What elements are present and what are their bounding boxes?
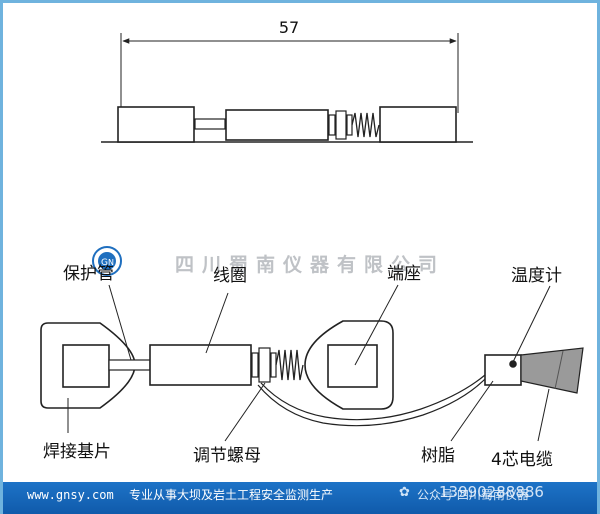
top-spring [351, 112, 380, 138]
top-nut-c [346, 114, 353, 136]
lead-wire-outer [257, 378, 486, 427]
svg-text:G: G [101, 258, 108, 268]
footer-website[interactable]: www.gnsy.com [27, 488, 114, 502]
wechat-icon: ✿ [399, 485, 410, 500]
svg-text:N: N [108, 258, 114, 267]
leader-protect-tube [108, 284, 132, 361]
protect-tube [108, 359, 151, 371]
footer-phone: 13990288886 [439, 483, 544, 501]
left-end-block [62, 344, 110, 388]
label-coil: 线圈 [213, 266, 247, 286]
footer-slogan: 专业从事大坝及岩土工程安全监测生产 [129, 488, 334, 502]
top-left-block [117, 106, 195, 143]
dimension-value: 57 [279, 18, 299, 37]
leader-lines [67, 284, 551, 442]
label-cable: 4芯电缆 [491, 450, 553, 470]
label-resin: 树脂 [421, 446, 455, 466]
adjust-nut-c [270, 352, 277, 378]
top-nut-a [328, 114, 336, 136]
label-thermometer: 温度计 [511, 266, 562, 286]
coil [149, 344, 252, 386]
watermark-logo: G N [92, 246, 122, 276]
label-weld-base: 焊接基片 [43, 442, 111, 462]
cable-break-line [554, 350, 564, 390]
label-protect-tube: 保护管 [63, 264, 114, 284]
footer-bar: www.gnsy.com 专业从事大坝及岩土工程安全监测生产 ✿ 公众号·四川蜀… [3, 482, 597, 514]
leader-adjust-nut [224, 382, 266, 442]
sensor-diagram: 57 G N 四川蜀南仪器有限公司 [40, 18, 584, 470]
leader-coil [205, 292, 229, 354]
lead-wire-inner [260, 374, 486, 421]
four-core-cable [520, 347, 584, 394]
spring [275, 349, 304, 381]
top-right-block [379, 106, 457, 143]
label-adjust-nut: 调节螺母 [193, 446, 261, 466]
resin-block [484, 354, 522, 386]
top-view [101, 33, 473, 143]
watermark-text: 四川蜀南仪器有限公司 [175, 253, 445, 276]
top-coil [225, 109, 329, 141]
leader-cable [537, 388, 550, 442]
label-end-block: 端座 [387, 264, 421, 284]
top-nut-b [335, 110, 347, 140]
top-shaft [194, 118, 226, 130]
adjust-nut-b [258, 347, 271, 383]
leader-resin [450, 380, 494, 442]
adjust-nut-a [251, 352, 259, 378]
bottom-view [40, 320, 584, 427]
leader-end-block [354, 284, 399, 366]
leader-thermometer [512, 285, 551, 363]
right-end-block [327, 344, 378, 388]
footer-account: 公众号·四川蜀南仪器 [417, 488, 529, 502]
